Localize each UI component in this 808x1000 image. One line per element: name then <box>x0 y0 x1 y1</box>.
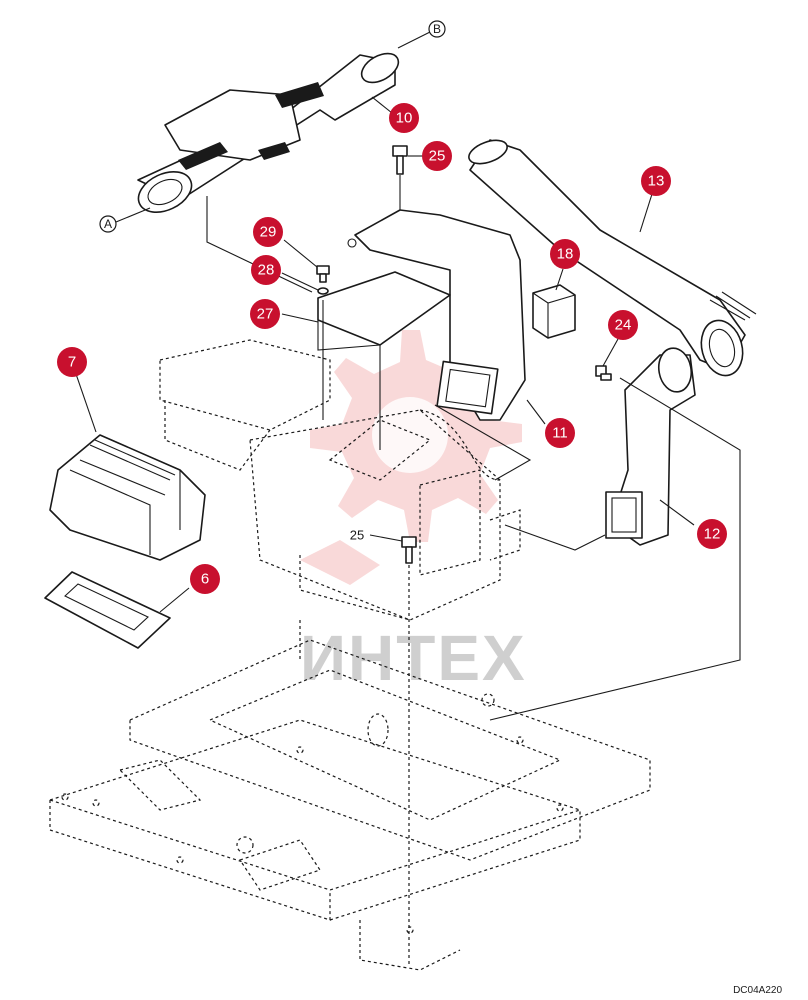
drawing-code: DC04A220 <box>733 985 782 996</box>
callout-12: 12 <box>697 519 727 549</box>
washer-28 <box>317 287 329 295</box>
duct-part-12 <box>605 347 696 546</box>
callout-27: 27 <box>250 299 280 329</box>
svg-text:13: 13 <box>648 173 665 190</box>
duct-part-11 <box>347 209 526 421</box>
duct-part-10 <box>137 52 400 213</box>
svg-text:B: B <box>433 22 441 36</box>
gasket-part-6 <box>44 571 171 649</box>
watermark-text: ИНТЕХ <box>300 622 527 694</box>
callout-29: 29 <box>253 217 283 247</box>
svg-text:24: 24 <box>615 317 632 334</box>
leader-lines <box>75 96 741 965</box>
callout-7: 7 <box>57 347 87 377</box>
svg-text:25: 25 <box>350 528 364 543</box>
svg-text:7: 7 <box>68 354 76 371</box>
callout-11: 11 <box>545 418 575 448</box>
svg-text:A: A <box>104 217 112 231</box>
ref-marker-b: B <box>428 20 446 38</box>
bolt-25-top <box>392 145 408 175</box>
bolt-29 <box>316 265 330 283</box>
callout-6: 6 <box>190 564 220 594</box>
bolt-24 <box>595 365 612 381</box>
callout-13: 13 <box>641 166 671 196</box>
svg-text:10: 10 <box>396 110 413 127</box>
block-part-18 <box>532 284 576 339</box>
svg-text:29: 29 <box>260 224 277 241</box>
svg-text:6: 6 <box>201 571 209 588</box>
svg-text:25: 25 <box>429 148 446 165</box>
label-25-bottom: 25 <box>350 528 364 543</box>
ac-unit-housing <box>159 339 521 621</box>
hose-part-13 <box>468 139 757 377</box>
callout-18: 18 <box>550 239 580 269</box>
svg-text:11: 11 <box>552 425 568 442</box>
filter-box-part-7 <box>49 434 206 561</box>
svg-text:28: 28 <box>258 262 275 279</box>
svg-text:12: 12 <box>704 526 721 543</box>
pad-part-27 <box>317 271 451 351</box>
ref-marker-a: A <box>99 215 117 233</box>
svg-text:27: 27 <box>257 306 274 323</box>
bolt-25-bottom <box>401 536 417 564</box>
cab-floor-frame <box>48 620 651 971</box>
callout-25-top: 25 <box>422 141 452 171</box>
svg-text:18: 18 <box>557 246 574 263</box>
callout-24: 24 <box>608 310 638 340</box>
callout-28: 28 <box>251 255 281 285</box>
callout-10: 10 <box>389 103 419 133</box>
